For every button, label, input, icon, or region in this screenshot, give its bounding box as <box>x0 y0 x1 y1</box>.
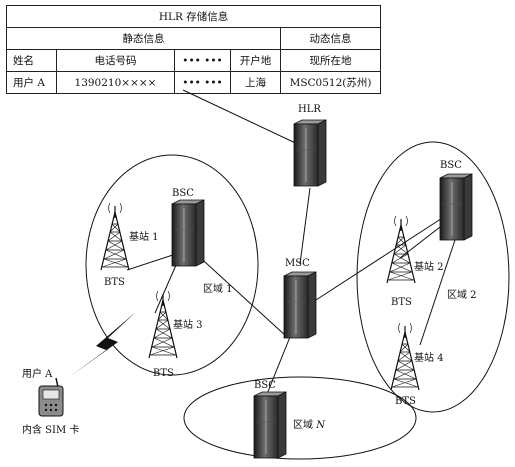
region-n-label: 区域 N <box>293 418 326 431</box>
bsc-left-server-icon <box>171 199 205 267</box>
region-2-ellipse <box>356 141 510 413</box>
wireless-signal-icon <box>68 312 136 378</box>
bsc-left-label: BSC <box>172 188 194 199</box>
bsc-right-label: BSC <box>440 160 462 171</box>
region-2-label: 区域 2 <box>447 288 477 301</box>
msc-server-icon <box>283 271 317 339</box>
base-station-2-label: 基站 2 <box>414 260 444 273</box>
region-1-ellipse <box>85 154 259 376</box>
bts-label-1: BTS <box>104 277 125 288</box>
header-ellipsis: ••• ••• <box>174 49 231 72</box>
base-station-1-label: 基站 1 <box>129 230 159 243</box>
cell-home: 上海 <box>230 71 281 94</box>
bsc-right-server-icon <box>439 173 473 241</box>
header-phone: 电话号码 <box>56 49 175 72</box>
bts-label-4: BTS <box>395 396 416 407</box>
cell-ellipsis: ••• ••• <box>174 71 231 94</box>
msc-label: MSC <box>285 258 310 269</box>
user-a-label: 用户 A <box>22 367 53 380</box>
hlr-label: HLR <box>298 104 321 115</box>
cell-location: MSC0512(苏州) <box>279 71 382 94</box>
mobile-phone-icon <box>38 377 64 417</box>
bsc-bottom-label: BSC <box>254 380 276 391</box>
bts-tower-icon-1 <box>100 202 130 271</box>
bts-label-2: BTS <box>391 297 412 308</box>
bts-label-3: BTS <box>153 368 174 379</box>
cell-phone: 1390210×××× <box>56 71 175 94</box>
hlr-info-table: HLR 存储信息 静态信息 动态信息 姓名 电话号码 ••• ••• 开户地 现… <box>5 5 382 94</box>
hlr-server-icon <box>293 119 327 187</box>
bsc-bottom-server-icon <box>253 391 287 459</box>
base-station-3-label: 基站 3 <box>173 318 203 331</box>
region-1-label: 区域 1 <box>203 282 233 295</box>
region-n-ellipse <box>183 376 417 460</box>
sim-card-label: 内含 SIM 卡 <box>22 423 79 436</box>
base-station-4-label: 基站 4 <box>414 351 444 364</box>
